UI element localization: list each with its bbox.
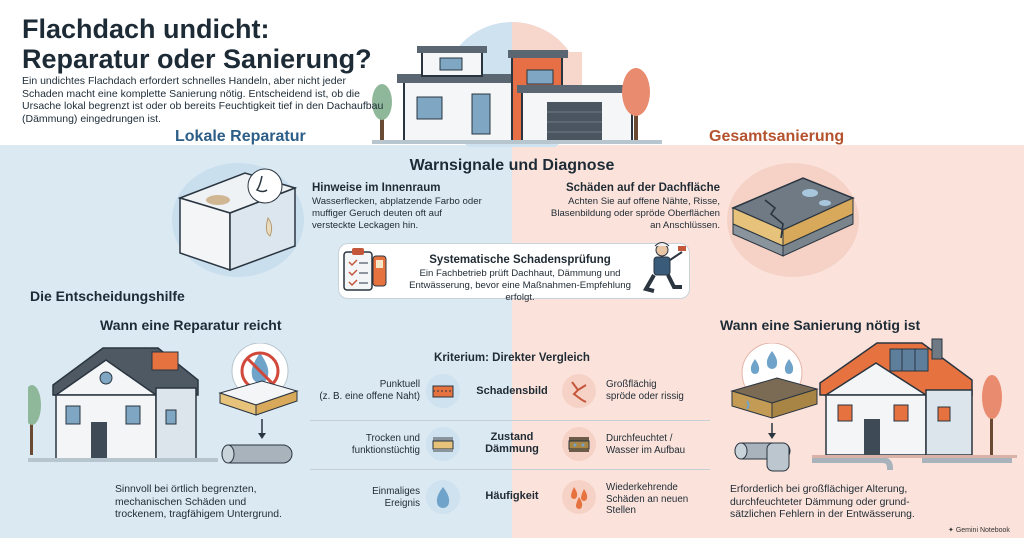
seam-patch-icon xyxy=(426,374,460,408)
roof-damage-title: Schäden auf der Dachfläche xyxy=(565,182,720,194)
frequency-left-value: Einmaliges Ereignis xyxy=(372,486,420,509)
roof-damage-text: Achten Sie auf offene Nähte, Risse, Blas… xyxy=(550,196,720,231)
decision-heading: Die Entscheidungshilfe xyxy=(30,288,185,304)
badge-text: Gemini Notebook xyxy=(955,527,1010,534)
comparison-heading: Kriterium: Direkter Vergleich xyxy=(434,352,590,364)
page-title: Flachdach undicht: Reparatur oder Sanier… xyxy=(22,14,372,74)
page-title-line-1: Flachdach undicht: xyxy=(22,14,270,44)
renovation-description: Erforderlich bei großflächiger Alterung,… xyxy=(730,484,915,521)
dry-insulation-icon xyxy=(426,427,460,461)
diagnosis-heading: Warnsignale und Diagnose xyxy=(409,157,615,174)
interior-damage-illustration xyxy=(170,158,305,278)
page-title-line-2: Reparatur oder Sanierung? xyxy=(22,44,372,74)
damage-left-value: Punktuell (z. B. eine offene Naht) xyxy=(319,379,420,402)
multiple-drops-icon xyxy=(562,480,596,514)
repair-heading: Wann eine Reparatur reicht xyxy=(100,317,282,333)
repair-detail-illustration xyxy=(212,343,302,478)
roof-crack-illustration xyxy=(725,158,860,278)
inside-hints-block: Hinweise im Innenraum Wasserflecken, abp… xyxy=(312,182,482,231)
gemini-notebook-badge: ✦ Gemini Notebook xyxy=(948,526,1010,534)
comparison-divider-1 xyxy=(310,420,710,421)
frequency-criterion-label: Häufigkeit xyxy=(485,490,539,502)
insulation-right-value: Durchfeuchtet / Wasser im Aufbau xyxy=(606,433,686,456)
single-drop-icon xyxy=(426,480,460,514)
header-house-illustration xyxy=(372,22,662,147)
comparison-divider-2 xyxy=(310,469,710,470)
insulation-left-value: Trocken und funktionstüchtig xyxy=(351,433,420,456)
renovation-heading: Wann eine Sanierung nötig ist xyxy=(720,317,921,333)
badge-sparkle-icon: ✦ xyxy=(948,527,954,534)
right-section-heading: Gesamtsanierung xyxy=(709,128,845,145)
roofer-worker-icon xyxy=(640,240,688,300)
renovation-detail-illustration xyxy=(727,343,822,478)
inspection-text: Ein Fachbetrieb prüft Dachhaut, Dämmung … xyxy=(409,268,631,303)
frequency-right-value: Wiederkehrende Schäden an neuen Stellen xyxy=(606,482,689,517)
inspection-card xyxy=(338,243,690,299)
insulation-criterion-label: Zustand Dämmung xyxy=(485,431,539,455)
inspection-title: Systematische Schadensprüfung xyxy=(429,254,611,266)
left-section-heading: Lokale Reparatur xyxy=(175,128,306,145)
roof-damage-block: Schäden auf der Dachfläche Achten Sie au… xyxy=(548,182,720,231)
damage-right-value: Großflächig spröde oder rissig xyxy=(606,379,684,402)
inside-hints-text: Wasserflecken, abplatzende Farbo oder mu… xyxy=(312,196,482,231)
intro-text: Ein undichtes Flachdach erfordert schnel… xyxy=(22,75,384,125)
wet-insulation-icon xyxy=(562,427,596,461)
inside-hints-title: Hinweise im Innenraum xyxy=(312,182,441,194)
crack-surface-icon xyxy=(562,374,596,408)
repair-description: Sinnvoll bei örtlich begrenzten, mechani… xyxy=(115,484,282,521)
repair-house-illustration xyxy=(28,340,218,470)
clipboard-icon xyxy=(340,246,395,296)
damage-criterion-label: Schadensbild xyxy=(476,385,548,397)
renovation-house-illustration xyxy=(812,335,1017,480)
